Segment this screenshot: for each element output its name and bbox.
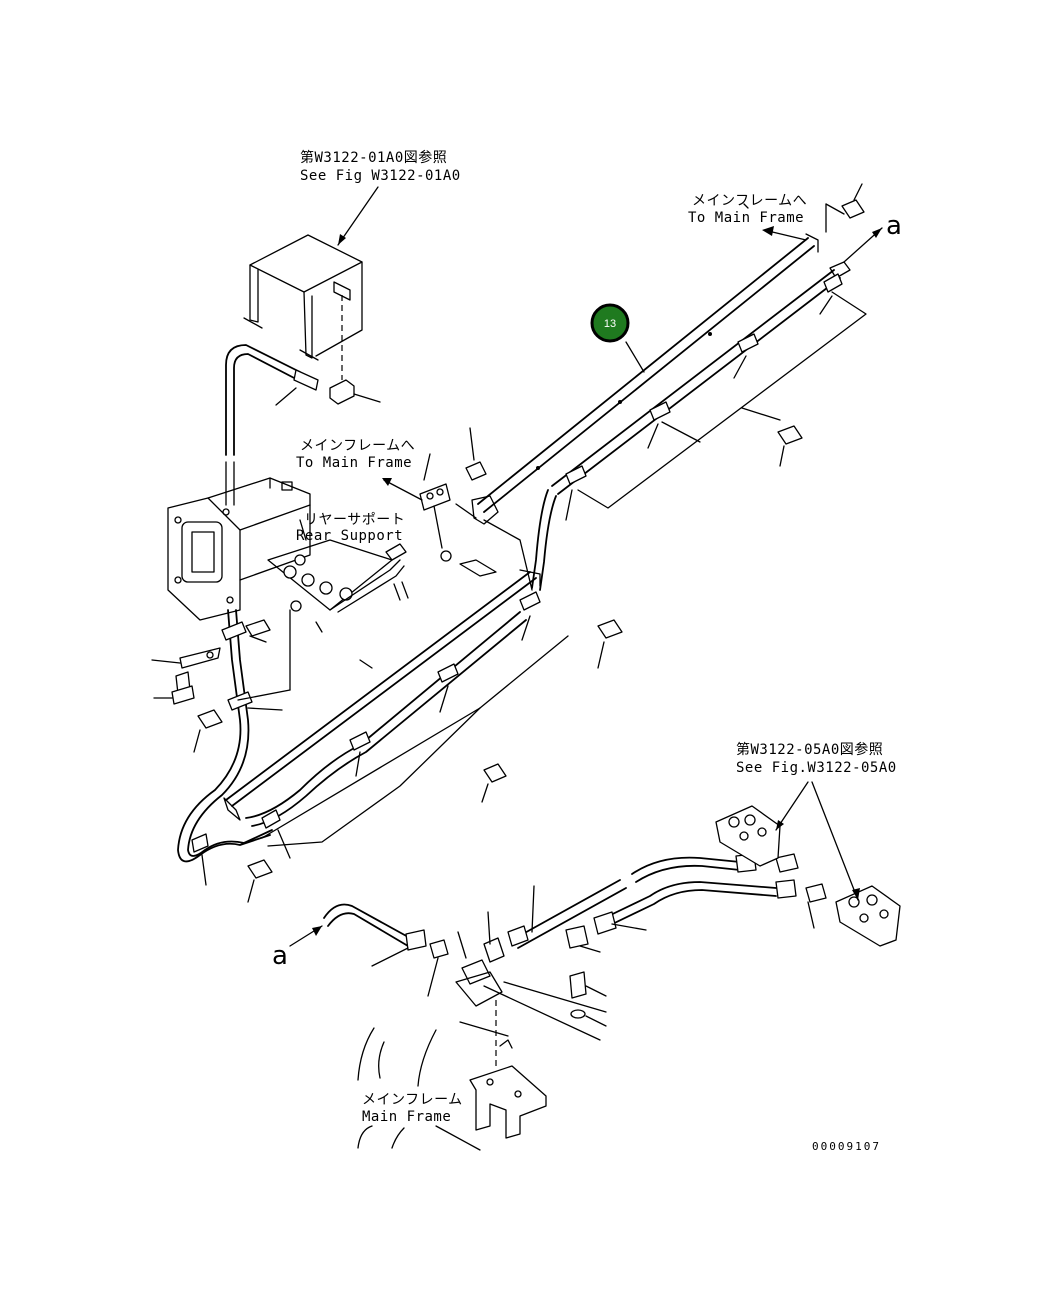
rear-support-en: Rear Support	[296, 528, 403, 544]
ref-right-en: See Fig.W3122-05A0	[736, 760, 897, 776]
main-frame-top-en: To Main Frame	[688, 210, 804, 226]
left-pipe-lower	[151, 600, 302, 886]
main-frame-bottom-en: Main Frame	[362, 1109, 451, 1125]
ref-right-jp: 第W3122-05A0図参照	[736, 741, 883, 758]
ref-top-en: See Fig W3122-01A0	[300, 168, 461, 184]
lower-left-bar	[223, 569, 623, 903]
main-frame-mid-jp: メインフレームへ	[300, 438, 415, 454]
connector-a-bottom: a	[272, 941, 288, 971]
callout-13-badge[interactable]	[590, 303, 630, 343]
main-frame-mid-en: To Main Frame	[296, 455, 412, 471]
callout-13-number[interactable]: 13	[604, 318, 616, 330]
drawing-number: 00009107	[812, 1140, 881, 1153]
upper-right-pipes	[471, 183, 883, 591]
main-frame-bottom-jp: メインフレーム	[362, 1092, 463, 1108]
valve-blocks	[715, 781, 901, 947]
main-frame-top-jp: メインフレームへ	[692, 193, 807, 209]
rear-support-block	[167, 477, 409, 633]
callout-13[interactable]: 13	[590, 303, 645, 373]
ref-top-jp: 第W3122-01A0図参照	[300, 149, 447, 166]
connector-a-top: a	[886, 211, 902, 241]
main-frame-leaders	[357, 1027, 437, 1149]
mid-mount	[382, 427, 497, 577]
left-pipe-upper	[225, 344, 319, 506]
top-bracket	[243, 186, 381, 405]
rear-support-jp: リヤーサポート	[304, 512, 405, 528]
